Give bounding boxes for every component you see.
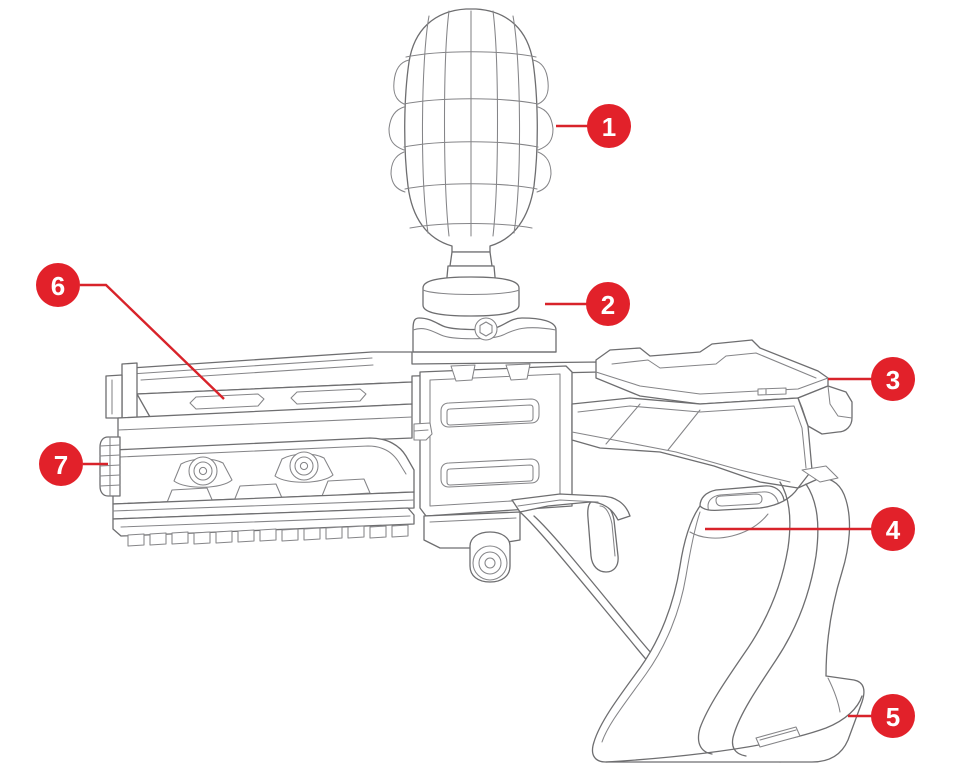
badge-label-6: 6 <box>51 271 65 301</box>
part-upper-receiver <box>105 351 601 520</box>
badge-circle-4 <box>871 507 915 551</box>
callout-badge-4[interactable]: 4 <box>871 507 915 551</box>
callout-badge-1[interactable]: 1 <box>587 104 631 148</box>
part-hinge-pivot <box>423 511 521 583</box>
part-knurled-front-dial <box>99 436 121 497</box>
callout-badge-2[interactable]: 2 <box>586 282 630 326</box>
badge-circle-7 <box>39 442 83 486</box>
part-rear-grip <box>591 465 865 763</box>
leader-lines <box>80 124 872 718</box>
part-bottom-rail <box>112 507 415 547</box>
badge-circle-1 <box>587 104 631 148</box>
part-rear-top-plate <box>595 339 853 435</box>
badge-circle-3 <box>871 357 915 401</box>
badge-circle-5 <box>871 694 915 738</box>
badge-circle-2 <box>586 282 630 326</box>
callout-badge-6[interactable]: 6 <box>36 263 80 307</box>
part-grenade-knob <box>388 8 554 289</box>
badge-label-2: 2 <box>601 290 615 320</box>
leader-line-6 <box>80 283 225 400</box>
part-mount-block <box>412 276 557 353</box>
callout-badge-7[interactable]: 7 <box>39 442 83 486</box>
badge-label-4: 4 <box>886 515 901 545</box>
badge-label-7: 7 <box>54 450 68 480</box>
badge-circle-6 <box>36 263 80 307</box>
part-receiver-panel <box>413 363 573 517</box>
badge-label-5: 5 <box>886 702 900 732</box>
callout-badge-3[interactable]: 3 <box>871 357 915 401</box>
callout-badge-5[interactable]: 5 <box>871 694 915 738</box>
badge-label-3: 3 <box>886 365 900 395</box>
part-upper-slide <box>571 397 813 489</box>
badge-label-1: 1 <box>602 112 616 142</box>
